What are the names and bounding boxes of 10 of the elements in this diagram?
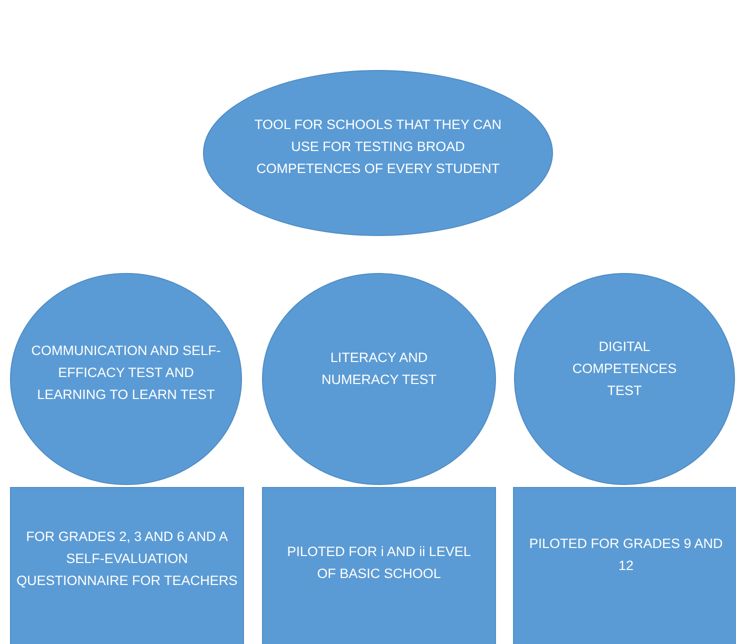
node-label: PILOTED FOR GRADES 9 AND 12	[528, 534, 724, 575]
rectangle-node	[262, 487, 496, 644]
rectangle-node	[10, 487, 244, 644]
node-label: PILOTED FOR i AND ii LEVEL OF BASIC SCHOOL	[286, 542, 472, 583]
node-label: LITERACY AND NUMERACY TEST	[320, 348, 438, 389]
rectangle-node	[513, 487, 736, 644]
node-label: FOR GRADES 2, 3 AND 6 AND A SELF-EVALUATION QUESTIONNAIRE FOR TEACHERS	[15, 528, 239, 590]
node-label: COMMUNICATION AND SELF-EFFICACY TEST AND LEARNING TO LEARN TEST	[30, 342, 222, 404]
node-label: TOOL FOR SCHOOLS THAT THEY CAN USE FOR TESTING BROAD COMPETENCES OF EVERY STUDENT	[253, 116, 503, 178]
node-label: DIGITAL COMPETENCES TEST	[571, 338, 678, 400]
